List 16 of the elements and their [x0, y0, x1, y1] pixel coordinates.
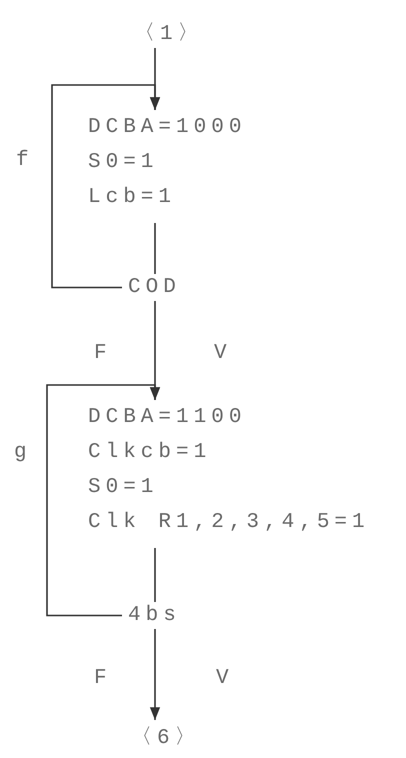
flow-label: 4bs — [128, 604, 181, 627]
feedback-arrow — [51, 84, 160, 288]
state-assignment: S0=1 — [88, 150, 160, 176]
state-assignment: DCBA=1000 — [88, 115, 246, 141]
state-assignment: Clk R1,2,3,4,5=1 — [88, 510, 370, 536]
state-assignment: S0=1 — [88, 475, 160, 501]
connector-line — [154, 223, 156, 274]
arrow — [150, 629, 160, 720]
connector-line — [154, 548, 156, 602]
feedback-arrow — [46, 384, 160, 616]
flow-label: COD — [128, 276, 181, 299]
state-assignment: Lcb=1 — [88, 185, 178, 211]
state-assignment: DCBA=1100 — [88, 405, 248, 431]
state-assignment: Clkcb=1 — [88, 440, 212, 466]
flow-label: 〈1〉 — [134, 21, 204, 46]
flow-label: 〈6〉 — [131, 725, 201, 750]
